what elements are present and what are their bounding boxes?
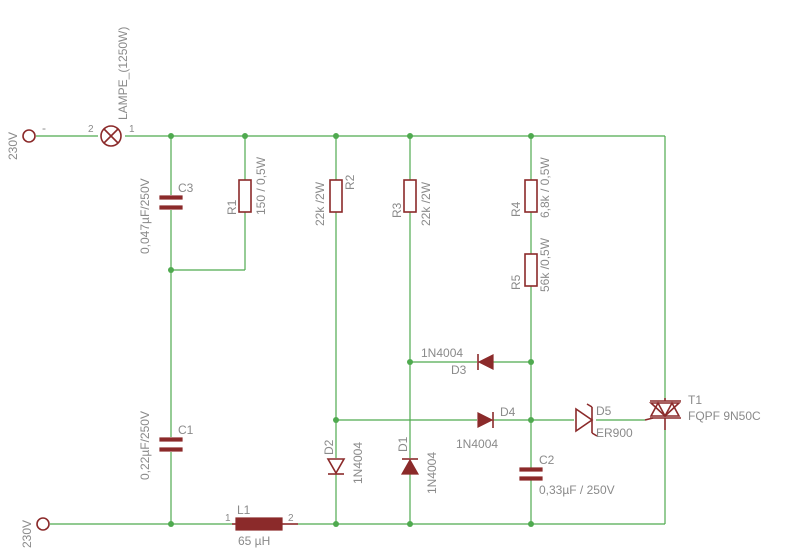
zener-diode-d5: D5 ER900 (575, 403, 633, 440)
svg-text:C2: C2 (539, 453, 555, 467)
svg-text:230V: 230V (6, 132, 20, 160)
svg-text:R2: R2 (343, 174, 357, 190)
wires (36, 135, 666, 525)
svg-text:6,8k / 0,5W: 6,8k / 0,5W (538, 157, 552, 218)
svg-text:1N4004: 1N4004 (425, 452, 439, 494)
diode-d2: D2 1N4004 (322, 439, 365, 484)
svg-text:T1: T1 (688, 393, 702, 407)
diode-d4: D4 1N4004 (456, 405, 516, 451)
svg-text:150 / 0,5W: 150 / 0,5W (254, 156, 268, 215)
svg-text:D5: D5 (596, 404, 612, 418)
resistor-r2: 22k /2W R2 (313, 174, 357, 226)
svg-text:D1: D1 (396, 436, 410, 452)
svg-text:LAMPE_(1250W): LAMPE_(1250W) (116, 27, 130, 120)
svg-text:C3: C3 (178, 181, 194, 195)
svg-text:-: - (42, 121, 46, 135)
svg-text:22k /2W: 22k /2W (313, 181, 327, 226)
terminal-top: 230V - (6, 121, 46, 160)
resistor-r4: R4 6,8k / 0,5W (509, 157, 552, 218)
svg-text:65 µH: 65 µH (238, 534, 270, 548)
svg-text:R3: R3 (390, 202, 404, 218)
junction-dots (168, 133, 534, 527)
capacitor-c2: C2 0,33µF / 250V (519, 453, 615, 497)
inductor-l1: L1 65 µH 1 2 (225, 503, 298, 548)
svg-text:1N4004: 1N4004 (351, 442, 365, 484)
svg-text:R5: R5 (509, 274, 523, 290)
svg-text:L1: L1 (237, 503, 251, 517)
svg-text:R4: R4 (509, 201, 523, 217)
svg-text:R1: R1 (225, 199, 239, 215)
svg-text:0,33µF / 250V: 0,33µF / 250V (539, 483, 615, 497)
svg-text:0,047µF/250V: 0,047µF/250V (138, 178, 152, 254)
capacitor-c1: C1 0,22µF/250V (138, 411, 194, 480)
diode-d1: D1 1N4004 (396, 436, 439, 494)
svg-text:2: 2 (88, 124, 94, 135)
svg-text:C1: C1 (178, 423, 194, 437)
terminal-bottom: 230V (20, 517, 50, 548)
svg-text:230V: 230V (20, 520, 34, 548)
triac-t1: T1 FQPF 9N50C (644, 393, 761, 430)
svg-text:D2: D2 (322, 439, 336, 455)
svg-text:1N4004: 1N4004 (456, 437, 498, 451)
lamp-symbol: 2 1 LAMPE_(1250W) (88, 27, 135, 147)
svg-text:D3: D3 (451, 363, 467, 377)
resistor-r3: R3 22k /2W (390, 179, 433, 226)
svg-text:22k /2W: 22k /2W (419, 181, 433, 226)
capacitor-c3: C3 0,047µF/250V (138, 178, 194, 254)
svg-text:1N4004: 1N4004 (421, 346, 463, 360)
diode-d3: 1N4004 D3 (421, 346, 494, 377)
resistor-r1: R1 150 / 0,5W (225, 156, 268, 215)
svg-text:ER900: ER900 (596, 426, 633, 440)
svg-text:1: 1 (129, 124, 135, 135)
svg-text:FQPF 9N50C: FQPF 9N50C (688, 409, 761, 423)
svg-text:56k /0,5W: 56k /0,5W (538, 237, 552, 292)
svg-text:D4: D4 (500, 405, 516, 419)
svg-text:1: 1 (225, 513, 231, 524)
svg-text:2: 2 (288, 513, 294, 524)
svg-text:0,22µF/250V: 0,22µF/250V (138, 411, 152, 480)
resistor-r5: R5 56k /0,5W (509, 237, 552, 292)
